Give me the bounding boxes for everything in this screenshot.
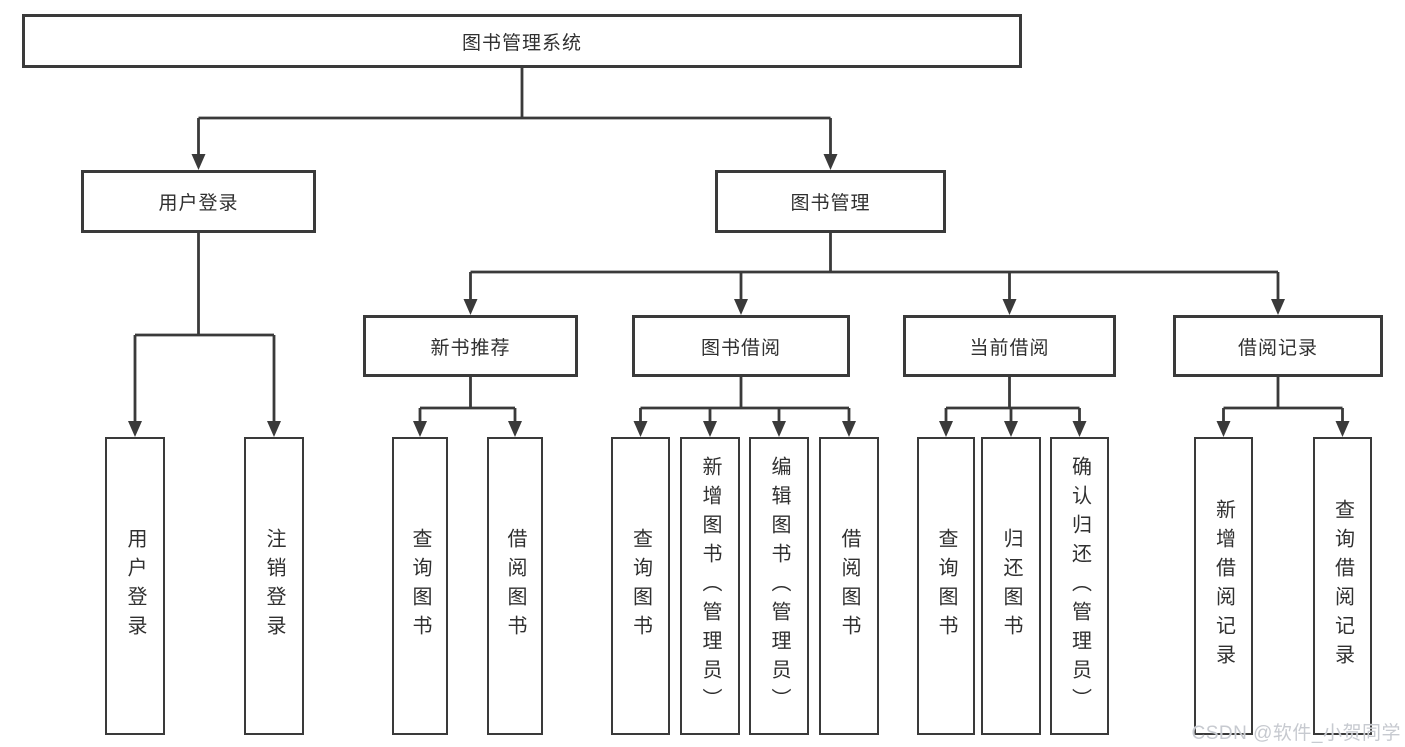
leaf-return-books: 归还图书: [981, 437, 1041, 735]
leaf-edit-books-admin: 编辑图书（管理员）: [749, 437, 809, 735]
node-label: 归还图书: [1000, 528, 1022, 644]
node-borrow-records: 借阅记录: [1173, 315, 1383, 377]
node-label: 新书推荐: [430, 337, 511, 359]
node-label: 借阅记录: [1237, 337, 1318, 359]
node-label: 新增借阅记录: [1212, 499, 1235, 673]
node-label: 借阅图书: [838, 528, 860, 644]
node-label: 查询借阅记录: [1331, 499, 1354, 673]
node-label: 当前借阅: [969, 337, 1050, 359]
node-label: 图书借阅: [700, 337, 781, 359]
node-new-book-recommend: 新书推荐: [363, 315, 578, 377]
node-label: 图书管理系统: [461, 32, 582, 54]
node-label: 用户登录: [124, 528, 146, 644]
node-label: 用户登录: [158, 193, 239, 214]
node-label: 查询图书: [629, 528, 652, 644]
node-label: 借阅图书: [504, 528, 526, 644]
leaf-borrow-books-2: 借阅图书: [819, 437, 879, 735]
node-label: 编辑图书（管理员）: [768, 455, 790, 717]
node-library-management-system: 图书管理系统: [22, 14, 1022, 68]
leaf-add-borrow-record: 新增借阅记录: [1194, 437, 1253, 735]
node-label: 确认归还（管理员）: [1068, 455, 1091, 717]
leaf-query-books-3: 查询图书: [917, 437, 975, 735]
leaf-logout: 注销登录: [244, 437, 304, 735]
leaf-confirm-return-admin: 确认归还（管理员）: [1050, 437, 1109, 735]
node-label: 注销登录: [263, 528, 285, 644]
leaf-query-borrow-record: 查询借阅记录: [1313, 437, 1372, 735]
node-label: 查询图书: [409, 528, 431, 644]
leaf-user-login: 用户登录: [105, 437, 165, 735]
node-book-management: 图书管理: [715, 170, 946, 233]
leaf-query-books-1: 查询图书: [392, 437, 448, 735]
node-label: 图书管理: [790, 193, 871, 214]
node-current-borrow: 当前借阅: [903, 315, 1116, 377]
node-label: 查询图书: [935, 528, 957, 644]
node-label: 新增图书（管理员）: [699, 455, 721, 717]
csdn-watermark: CSDN @软件_小贺同学: [1191, 723, 1401, 744]
arrowheads: [128, 154, 1350, 437]
node-book-borrow: 图书借阅: [632, 315, 850, 377]
leaf-query-books-2: 查询图书: [611, 437, 670, 735]
leaf-add-books-admin: 新增图书（管理员）: [680, 437, 740, 735]
leaf-borrow-books-1: 借阅图书: [487, 437, 543, 735]
node-user-login: 用户登录: [81, 170, 316, 233]
